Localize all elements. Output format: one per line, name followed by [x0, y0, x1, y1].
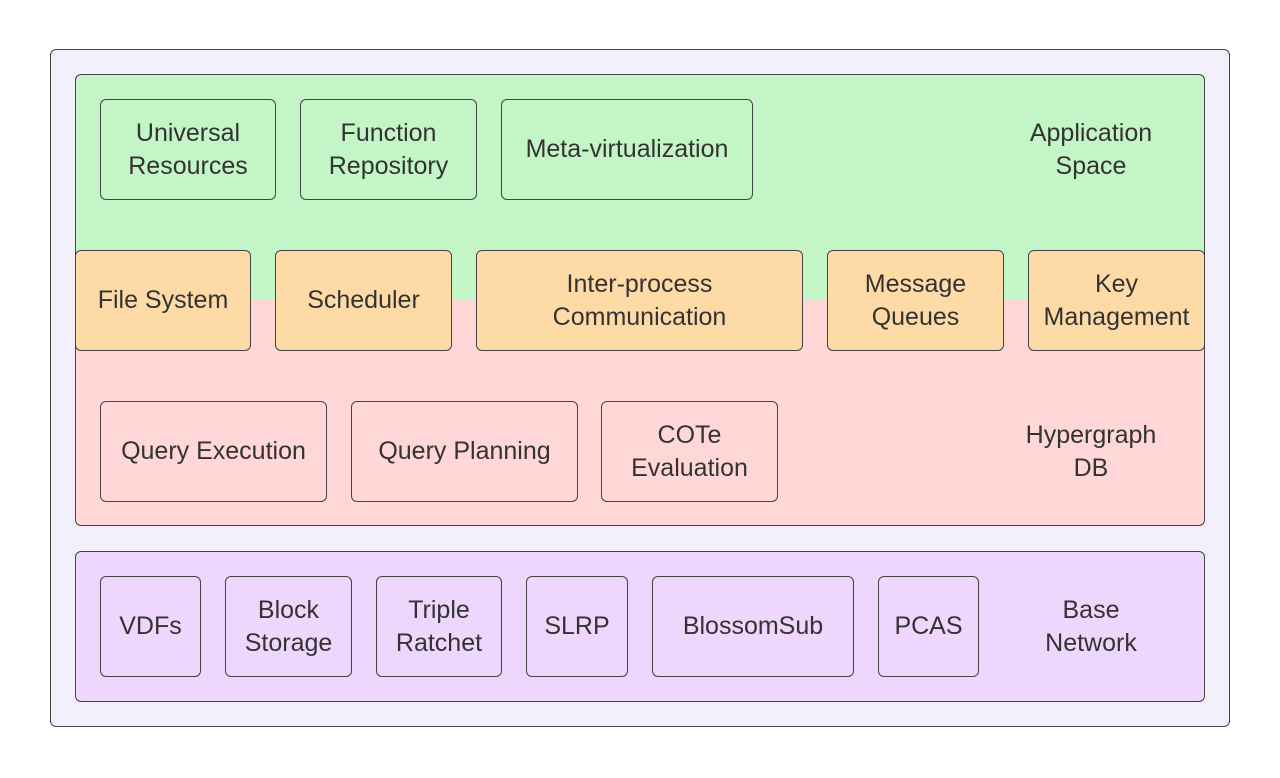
application-space-label: Application Space — [1029, 118, 1153, 180]
triple-ratchet-box: Triple Ratchet — [376, 576, 502, 677]
blossomsub-box: BlossomSub — [652, 576, 854, 677]
scheduler-box: Scheduler — [275, 250, 452, 351]
query-planning-box: Query Planning — [351, 401, 578, 502]
function-repository-box: Function Repository — [300, 99, 477, 200]
key-management-box: Key Management — [1028, 250, 1205, 351]
inter-process-communication-box: Inter-process Communication — [476, 250, 803, 351]
meta-virtualization-box: Meta-virtualization — [501, 99, 753, 200]
message-queues-box: Message Queues — [827, 250, 1004, 351]
base-network-label: Base Network — [1045, 595, 1137, 657]
universal-resources-box: Universal Resources — [100, 99, 276, 200]
file-system-box: File System — [75, 250, 251, 351]
hypergraph-db-label: Hypergraph DB — [1025, 420, 1157, 482]
block-storage-box: Block Storage — [225, 576, 352, 677]
query-execution-box: Query Execution — [100, 401, 327, 502]
cote-evaluation-box: COTe Evaluation — [601, 401, 778, 502]
slrp-box: SLRP — [526, 576, 628, 677]
pcas-box: PCAS — [878, 576, 979, 677]
vdfs-box: VDFs — [100, 576, 201, 677]
